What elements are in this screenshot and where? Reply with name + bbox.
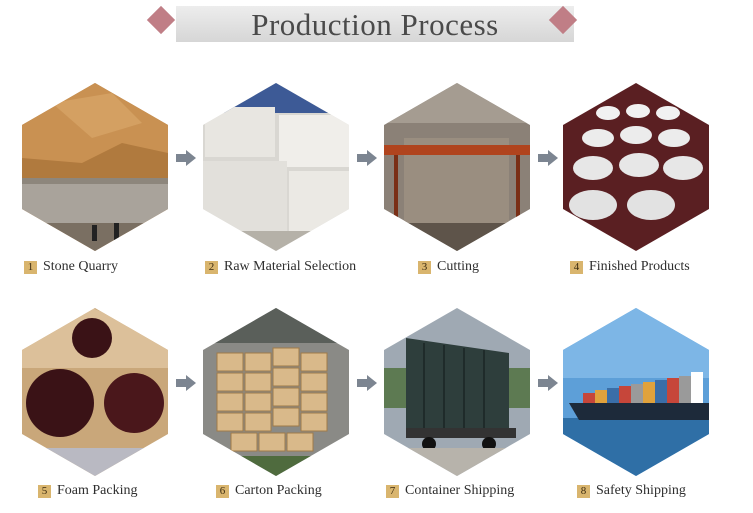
left-diamond-icon [146, 5, 176, 35]
step-carton-packing [203, 308, 349, 476]
step-number: 4 [570, 260, 583, 274]
marble-blocks-icon [203, 83, 349, 251]
arrow-right-icon [357, 375, 377, 391]
caption-step-1: 1 Stone Quarry [24, 258, 118, 276]
step-finished-products [563, 83, 709, 251]
caption-step-8: 8 Safety Shipping [577, 482, 686, 500]
step-number: 6 [216, 484, 229, 498]
step-foam-packing [22, 308, 168, 476]
caption-step-5: 5 Foam Packing [38, 482, 138, 500]
step-label: Container Shipping [405, 483, 515, 498]
carton-boxes-icon [203, 308, 349, 476]
stone-quarry-icon [22, 83, 168, 251]
step-label: Carton Packing [235, 483, 322, 498]
container-truck-icon [384, 308, 530, 476]
arrow-right-icon [176, 375, 196, 391]
step-label: Foam Packing [57, 483, 138, 498]
step-number: 8 [577, 484, 590, 498]
step-number: 5 [38, 484, 51, 498]
arrow-right-icon [357, 150, 377, 166]
marble-basins-icon [563, 83, 709, 251]
title-banner: Production Process [176, 6, 574, 42]
step-label: Safety Shipping [596, 483, 686, 498]
step-number: 1 [24, 260, 37, 274]
arrow-right-icon [538, 150, 558, 166]
step-number: 3 [418, 260, 431, 274]
step-raw-material [203, 83, 349, 251]
step-label: Stone Quarry [43, 259, 119, 274]
step-label: Cutting [437, 259, 480, 274]
caption-step-2: 2 Raw Material Selection [205, 258, 356, 276]
step-label: Finished Products [589, 259, 690, 274]
cargo-ship-icon [563, 308, 709, 476]
page-title: Production Process [251, 7, 499, 42]
foam-packing-icon [22, 308, 168, 476]
stone-cutting-icon [384, 83, 530, 251]
arrow-right-icon [176, 150, 196, 166]
step-label: Raw Material Selection [224, 259, 357, 274]
caption-step-6: 6 Carton Packing [216, 482, 322, 500]
step-number: 2 [205, 260, 218, 274]
step-stone-quarry [22, 83, 168, 251]
caption-step-7: 7 Container Shipping [386, 482, 514, 500]
step-container-shipping [384, 308, 530, 476]
step-safety-shipping [563, 308, 709, 476]
step-cutting [384, 83, 530, 251]
step-number: 7 [386, 484, 399, 498]
caption-step-3: 3 Cutting [418, 258, 479, 276]
caption-step-4: 4 Finished Products [570, 258, 690, 276]
arrow-right-icon [538, 375, 558, 391]
